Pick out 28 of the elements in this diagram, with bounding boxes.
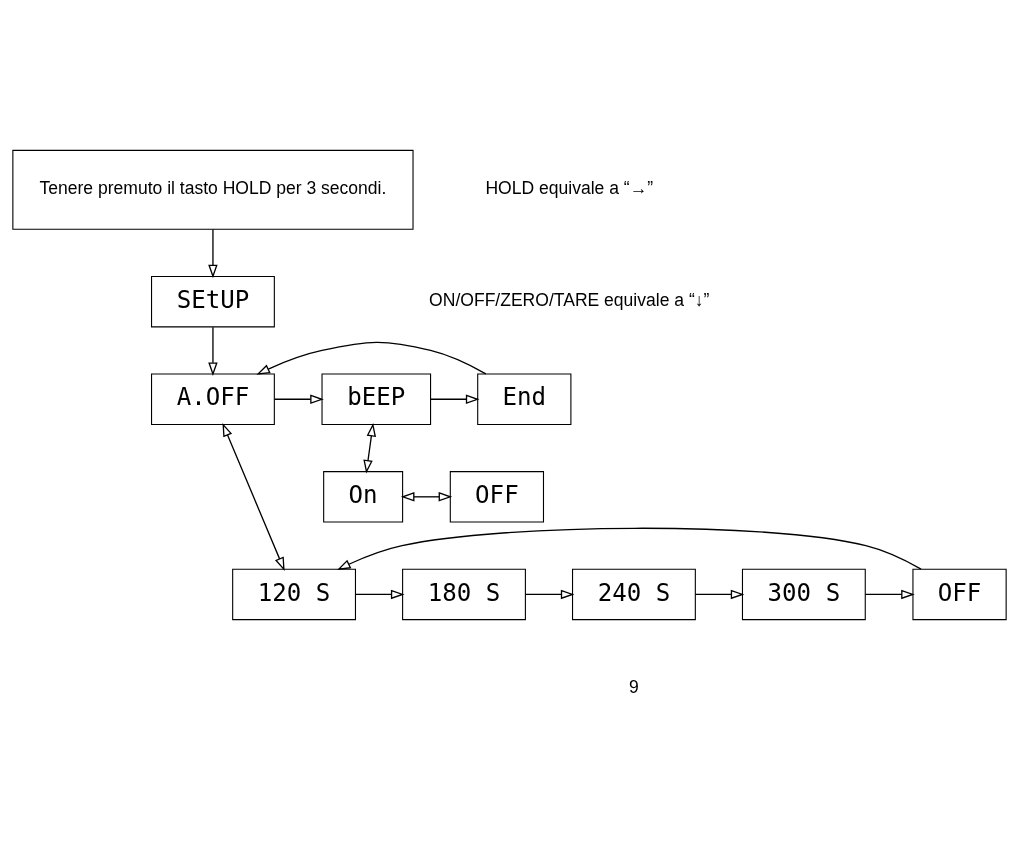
label: HOLD equivale a “→” [485, 178, 654, 199]
arrow [208, 326, 218, 376]
arrow [208, 228, 218, 279]
node-box: OFF [449, 471, 545, 523]
node-box: bEEP [321, 373, 432, 426]
node-box: 300 S [741, 568, 866, 621]
arrow [524, 589, 575, 600]
node-box: A.OFF [151, 373, 275, 426]
arrow [694, 589, 745, 600]
arrow [363, 422, 377, 474]
node-box: On [323, 471, 404, 523]
label: ON/OFF/ZERO/TARE equivale a “↓” [429, 289, 710, 310]
arrow [400, 492, 453, 502]
arrow [429, 394, 480, 405]
node-box: End [477, 373, 572, 426]
node-box: SEtUP [151, 275, 275, 328]
node-box: 180 S [402, 568, 526, 621]
label: 9 [629, 676, 639, 697]
node-box: Tenere premuto il tasto HOLD per 3 secondi. [12, 149, 414, 230]
node-box: 120 S [232, 568, 356, 621]
arrow [273, 394, 324, 405]
arrow [354, 589, 405, 600]
arrow [222, 422, 285, 571]
arrow [256, 341, 487, 375]
node-box: OFF [912, 568, 1007, 621]
arrow [864, 589, 915, 600]
node-box: 240 S [572, 568, 696, 621]
arrow [337, 527, 922, 570]
